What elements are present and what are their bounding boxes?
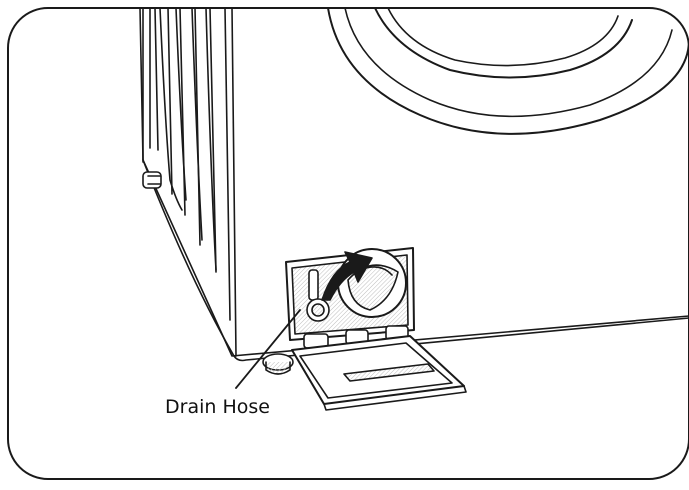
side-knob bbox=[143, 172, 161, 188]
figure-frame bbox=[8, 8, 689, 479]
washer-foot bbox=[263, 354, 293, 374]
drain-hose-label: Drain Hose bbox=[165, 396, 270, 418]
